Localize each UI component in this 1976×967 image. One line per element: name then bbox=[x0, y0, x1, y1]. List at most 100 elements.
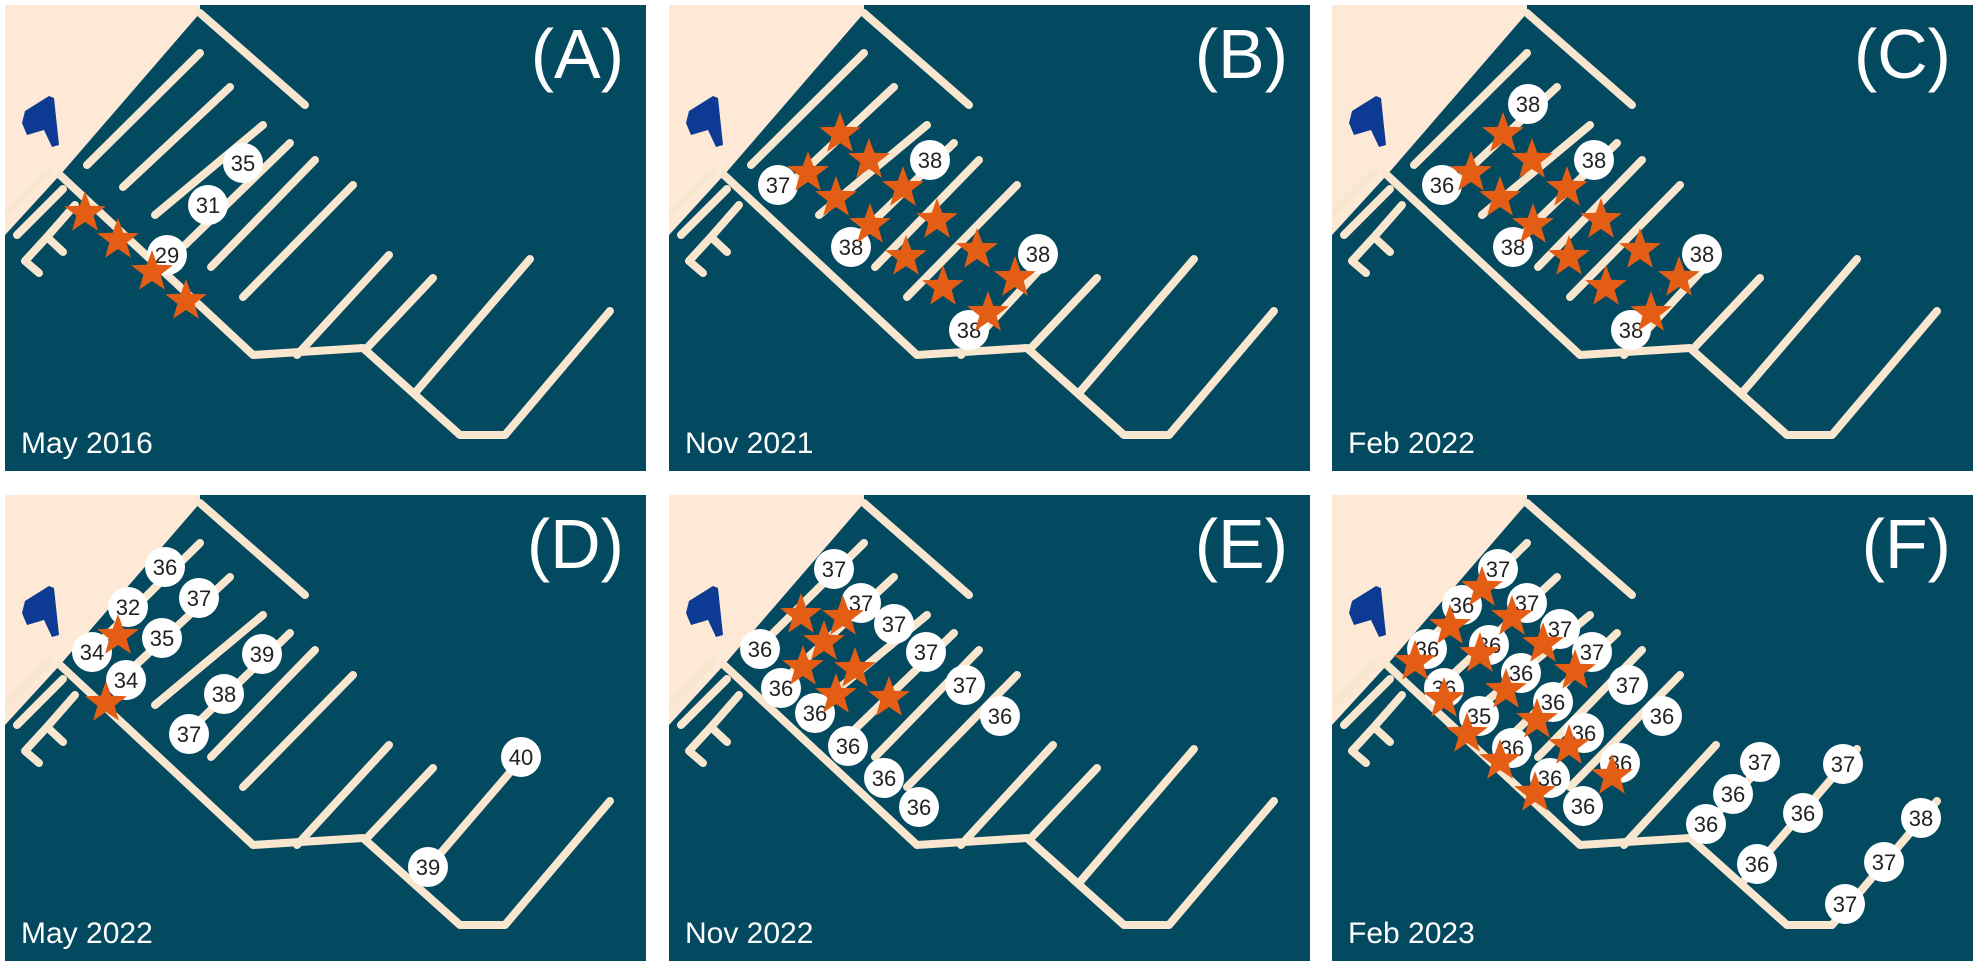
marker: 37 bbox=[1572, 632, 1612, 672]
circle-marker bbox=[945, 665, 985, 705]
marker: 36 bbox=[1642, 696, 1682, 736]
marina-map: 3736373636373637363637353636363636363737… bbox=[1332, 495, 1973, 961]
star-icon bbox=[1585, 265, 1627, 305]
star-icon bbox=[1511, 138, 1553, 178]
circle-marker bbox=[906, 632, 946, 672]
marker-value: 36 bbox=[872, 766, 896, 791]
marker: 37 bbox=[1823, 744, 1863, 784]
circle-marker bbox=[1823, 744, 1863, 784]
star-icon bbox=[1423, 677, 1465, 717]
circle-marker bbox=[1508, 84, 1548, 124]
marker: 38 bbox=[910, 140, 950, 180]
marker-value: 36 bbox=[836, 734, 860, 759]
marker-value: 37 bbox=[1748, 750, 1772, 775]
star-icon bbox=[956, 228, 998, 268]
circle-marker bbox=[1682, 234, 1722, 274]
star-icon bbox=[868, 676, 910, 716]
circle-marker bbox=[223, 143, 263, 183]
panel-date: Nov 2021 bbox=[685, 427, 814, 460]
marker-value: 38 bbox=[1909, 806, 1933, 831]
marker-value: 37 bbox=[1486, 557, 1510, 582]
circle-marker bbox=[204, 674, 244, 714]
arrow-icon bbox=[1349, 96, 1386, 147]
star-icon bbox=[885, 235, 927, 275]
marker-value: 36 bbox=[1430, 173, 1454, 198]
circle-marker bbox=[1574, 140, 1614, 180]
star-icon bbox=[1429, 604, 1471, 644]
circle-marker bbox=[874, 604, 914, 644]
marker-value: 38 bbox=[1026, 242, 1050, 267]
marker: 37 bbox=[169, 714, 209, 754]
marker-value: 38 bbox=[1582, 148, 1606, 173]
marker-value: 36 bbox=[153, 555, 177, 580]
star-icon bbox=[1394, 640, 1436, 680]
marker-value: 40 bbox=[509, 745, 533, 770]
marker-value: 37 bbox=[1616, 673, 1640, 698]
marker-value: 37 bbox=[766, 173, 790, 198]
star-icon bbox=[97, 614, 139, 654]
marker-value: 36 bbox=[1745, 852, 1769, 877]
marker: 38 bbox=[1574, 140, 1614, 180]
star-icon bbox=[1512, 203, 1554, 243]
marker-value: 35 bbox=[231, 151, 255, 176]
marker-value: 38 bbox=[957, 318, 981, 343]
marker: 39 bbox=[408, 847, 448, 887]
marker: 34 bbox=[72, 632, 112, 672]
circle-marker bbox=[899, 787, 939, 827]
star-icon bbox=[1548, 235, 1590, 275]
dock-lines bbox=[5, 9, 614, 439]
circle-marker bbox=[501, 737, 541, 777]
marker: 31 bbox=[188, 185, 228, 225]
star-icon bbox=[815, 176, 857, 216]
circle-marker bbox=[169, 714, 209, 754]
marker: 37 bbox=[874, 604, 914, 644]
star-icon bbox=[1658, 256, 1700, 296]
marker: 37 bbox=[1608, 665, 1648, 705]
circle-marker bbox=[1737, 844, 1777, 884]
star-icon bbox=[815, 673, 857, 713]
star-icon bbox=[1548, 724, 1590, 764]
star-icon bbox=[1446, 712, 1488, 752]
circle-marker bbox=[106, 660, 146, 700]
circle-marker bbox=[1713, 774, 1753, 814]
circle-marker bbox=[188, 185, 228, 225]
marker: 36 bbox=[899, 787, 939, 827]
star-icon bbox=[85, 681, 127, 721]
star-icon bbox=[922, 265, 964, 305]
marker-value: 37 bbox=[1831, 752, 1855, 777]
circle-marker bbox=[1478, 549, 1518, 589]
star-icon bbox=[97, 218, 139, 258]
marker-value: 36 bbox=[1650, 704, 1674, 729]
marker: 36 bbox=[864, 758, 904, 798]
panel-f: 3736373636373637363637353636363636363737… bbox=[1332, 495, 1973, 961]
star-icon bbox=[1546, 166, 1588, 206]
marker: 36 bbox=[1533, 682, 1573, 722]
marker-value: 39 bbox=[250, 642, 274, 667]
marker: 37 bbox=[1740, 742, 1780, 782]
circle-marker bbox=[910, 140, 950, 180]
marker: 39 bbox=[242, 634, 282, 674]
star-icon bbox=[822, 595, 864, 635]
marker-value: 36 bbox=[1450, 593, 1474, 618]
marker-value: 36 bbox=[988, 704, 1012, 729]
star-icon bbox=[882, 166, 924, 206]
marker-value: 34 bbox=[114, 668, 138, 693]
circle-marker bbox=[795, 693, 835, 733]
star-icon bbox=[1591, 754, 1633, 794]
circle-marker bbox=[1783, 793, 1823, 833]
arrow-icon bbox=[686, 586, 723, 637]
star-icon bbox=[165, 279, 207, 319]
marker-value: 37 bbox=[882, 612, 906, 637]
circle-marker bbox=[242, 634, 282, 674]
marker-value: 39 bbox=[416, 855, 440, 880]
marker: 38 bbox=[1611, 310, 1651, 350]
star-icon bbox=[1516, 698, 1558, 738]
circle-marker bbox=[72, 632, 112, 672]
panel-date: May 2022 bbox=[21, 917, 153, 950]
